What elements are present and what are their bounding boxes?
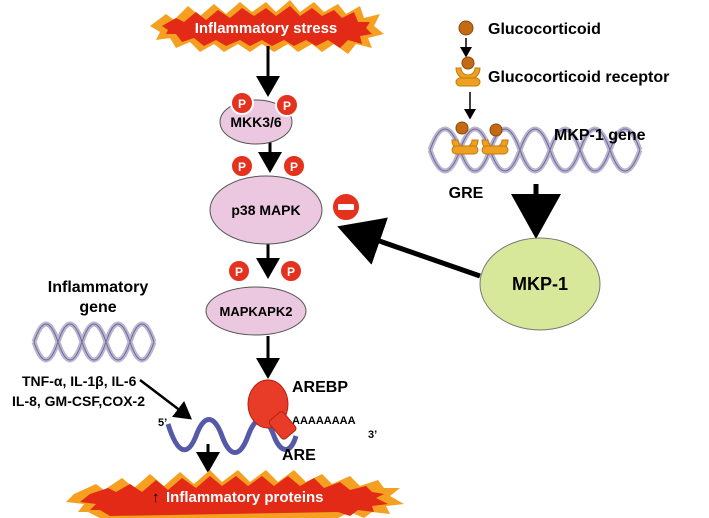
are-label: ARE xyxy=(282,447,316,464)
receptor-label: Glucocorticoid receptor xyxy=(488,69,669,86)
mrna: 5’ AAAAAAAA 3’ AREBP ARE xyxy=(158,379,377,464)
phospho-mkk-left: P xyxy=(230,91,254,115)
glucocorticoid-legend: Glucocorticoid Glucocorticoid receptor xyxy=(455,20,669,120)
phosphate-circle-icon xyxy=(275,93,299,117)
arebp-tail xyxy=(268,411,297,440)
phosphate-circle-icon xyxy=(282,154,306,178)
proteins-up-arrow: ↑ xyxy=(152,489,160,506)
phosphate-circle-icon xyxy=(227,259,251,283)
gre-label: GRE xyxy=(449,185,484,202)
p38-label: p38 MAPK xyxy=(231,202,300,218)
arrow-gene-to-mrna xyxy=(139,379,192,420)
glucocorticoid-ligand-icon xyxy=(458,20,474,36)
mrna-strand xyxy=(165,417,299,455)
arebp-protein xyxy=(247,379,297,440)
mkk-label: MKK3/6 xyxy=(230,114,282,130)
phosphate-circle-icon xyxy=(230,91,254,115)
burst-inner xyxy=(80,476,388,516)
phospho-mapkapk2-right: P xyxy=(279,259,303,283)
bound-receptor-icon xyxy=(481,123,509,155)
phospho-label: P xyxy=(238,97,246,111)
mkp1-ellipse xyxy=(479,237,601,331)
phospho-label: P xyxy=(290,160,298,174)
p38-ellipse xyxy=(209,175,323,245)
inflammatory-stress-label: Inflammatory stress xyxy=(195,20,338,37)
mkp1-label: MKP-1 xyxy=(512,274,568,294)
mkp1-node: MKP-1 xyxy=(479,237,601,331)
inflammatory-proteins-label: Inflammatory proteins xyxy=(166,489,324,506)
mkp1-gene-dna: MKP-1 gene GRE xyxy=(427,121,646,202)
mapkapk2-ellipse xyxy=(205,286,307,336)
bound-receptor-icon xyxy=(451,121,479,155)
mkp1-gene-label: MKP-1 gene xyxy=(554,127,646,144)
phosphate-circle-icon xyxy=(279,259,303,283)
burst-inner xyxy=(162,6,372,48)
inflammatory-proteins-burst: ↑ Inflammatory proteins xyxy=(66,470,404,518)
phospho-p38-right: P xyxy=(282,154,306,178)
mapkapk2-node: MAPKAPK2 xyxy=(205,286,307,336)
phospho-label: P xyxy=(238,160,246,174)
glucocorticoid-label: Glucocorticoid xyxy=(488,21,601,38)
inflammatory-gene-dna xyxy=(31,321,157,363)
phospho-label: P xyxy=(235,265,243,279)
mapkapk2-label: MAPKAPK2 xyxy=(220,304,293,319)
phospho-p38-left: P xyxy=(230,154,254,178)
p38-node: p38 MAPK xyxy=(209,175,323,245)
cytokines-line1: TNF-α, IL-1β, IL-6 xyxy=(22,373,137,389)
inflammatory-stress-burst: Inflammatory stress xyxy=(150,0,384,54)
mrna-three-prime: 3’ xyxy=(368,429,377,441)
phospho-label: P xyxy=(283,99,291,113)
phospho-mapkapk2-left: P xyxy=(227,259,251,283)
poly-a-tail: AAAAAAAA xyxy=(292,415,356,427)
minus-circle-icon xyxy=(331,192,361,222)
mrna-five-prime: 5’ xyxy=(158,417,167,429)
inflammatory-gene-line1: Inflammatory xyxy=(48,279,149,296)
phosphate-circle-icon xyxy=(230,154,254,178)
inflammatory-gene: Inflammatory gene TNF-α, IL-1β, IL-6 IL-… xyxy=(12,279,157,409)
inflammatory-gene-line2: gene xyxy=(79,299,116,316)
receptor-icon xyxy=(455,56,481,87)
phospho-mkk-right: P xyxy=(275,93,299,117)
cytokines-line2: IL-8, GM-CSF,COX-2 xyxy=(12,393,145,409)
phospho-label: P xyxy=(287,265,295,279)
arebp-label: AREBP xyxy=(292,379,348,396)
arrow-mkp1-inhibits-p38 xyxy=(337,217,481,279)
